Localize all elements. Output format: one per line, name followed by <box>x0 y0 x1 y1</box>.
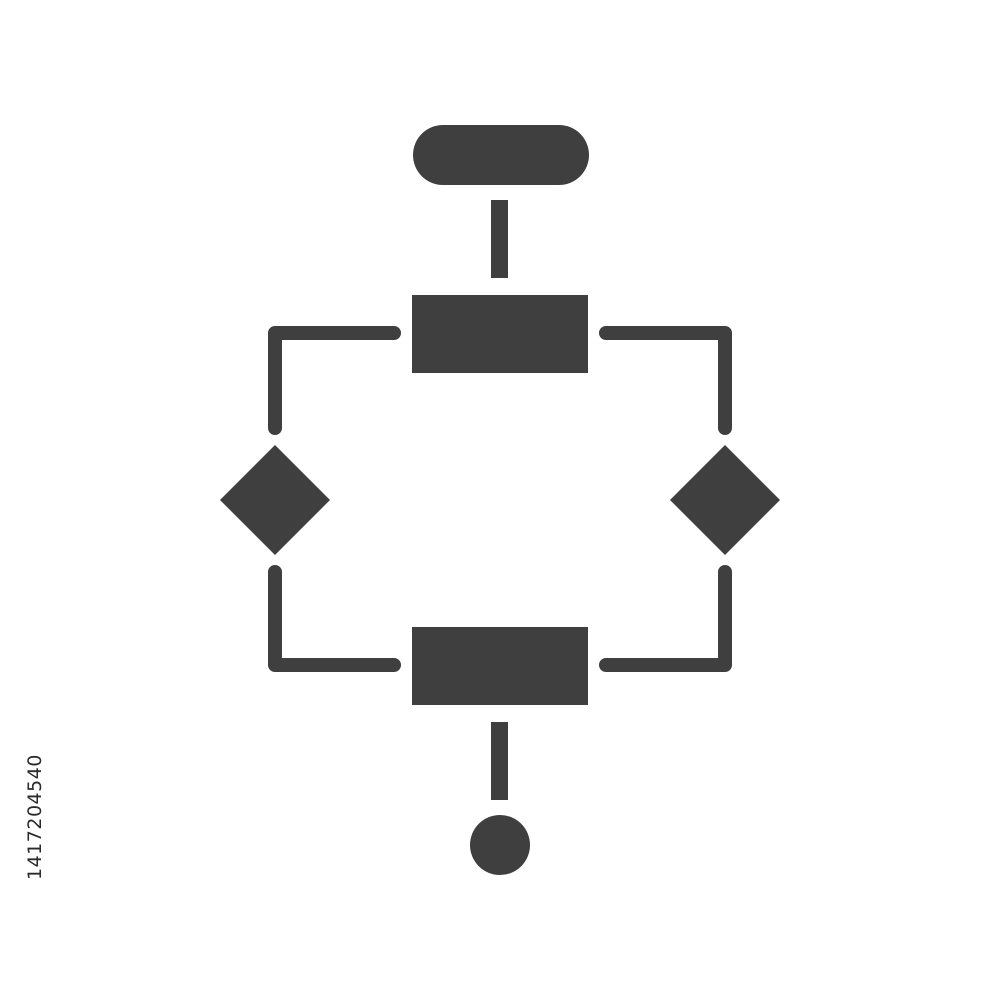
connector-left-lower <box>268 565 401 672</box>
connector-top <box>491 200 508 278</box>
process-box-top <box>412 295 588 373</box>
end-circle <box>470 815 530 875</box>
decision-diamond-right <box>670 445 780 555</box>
decision-diamond-left <box>220 445 330 555</box>
connector-bottom <box>491 722 508 800</box>
connector-right-upper <box>599 326 732 435</box>
process-box-bottom <box>412 627 588 705</box>
terminator-shape <box>413 125 589 185</box>
flowchart-shapes <box>220 125 780 875</box>
flowchart-connectors <box>268 326 732 672</box>
connector-left-upper <box>268 326 401 435</box>
connector-right-lower <box>599 565 732 672</box>
stock-id-label: 1417204540 <box>24 754 46 880</box>
